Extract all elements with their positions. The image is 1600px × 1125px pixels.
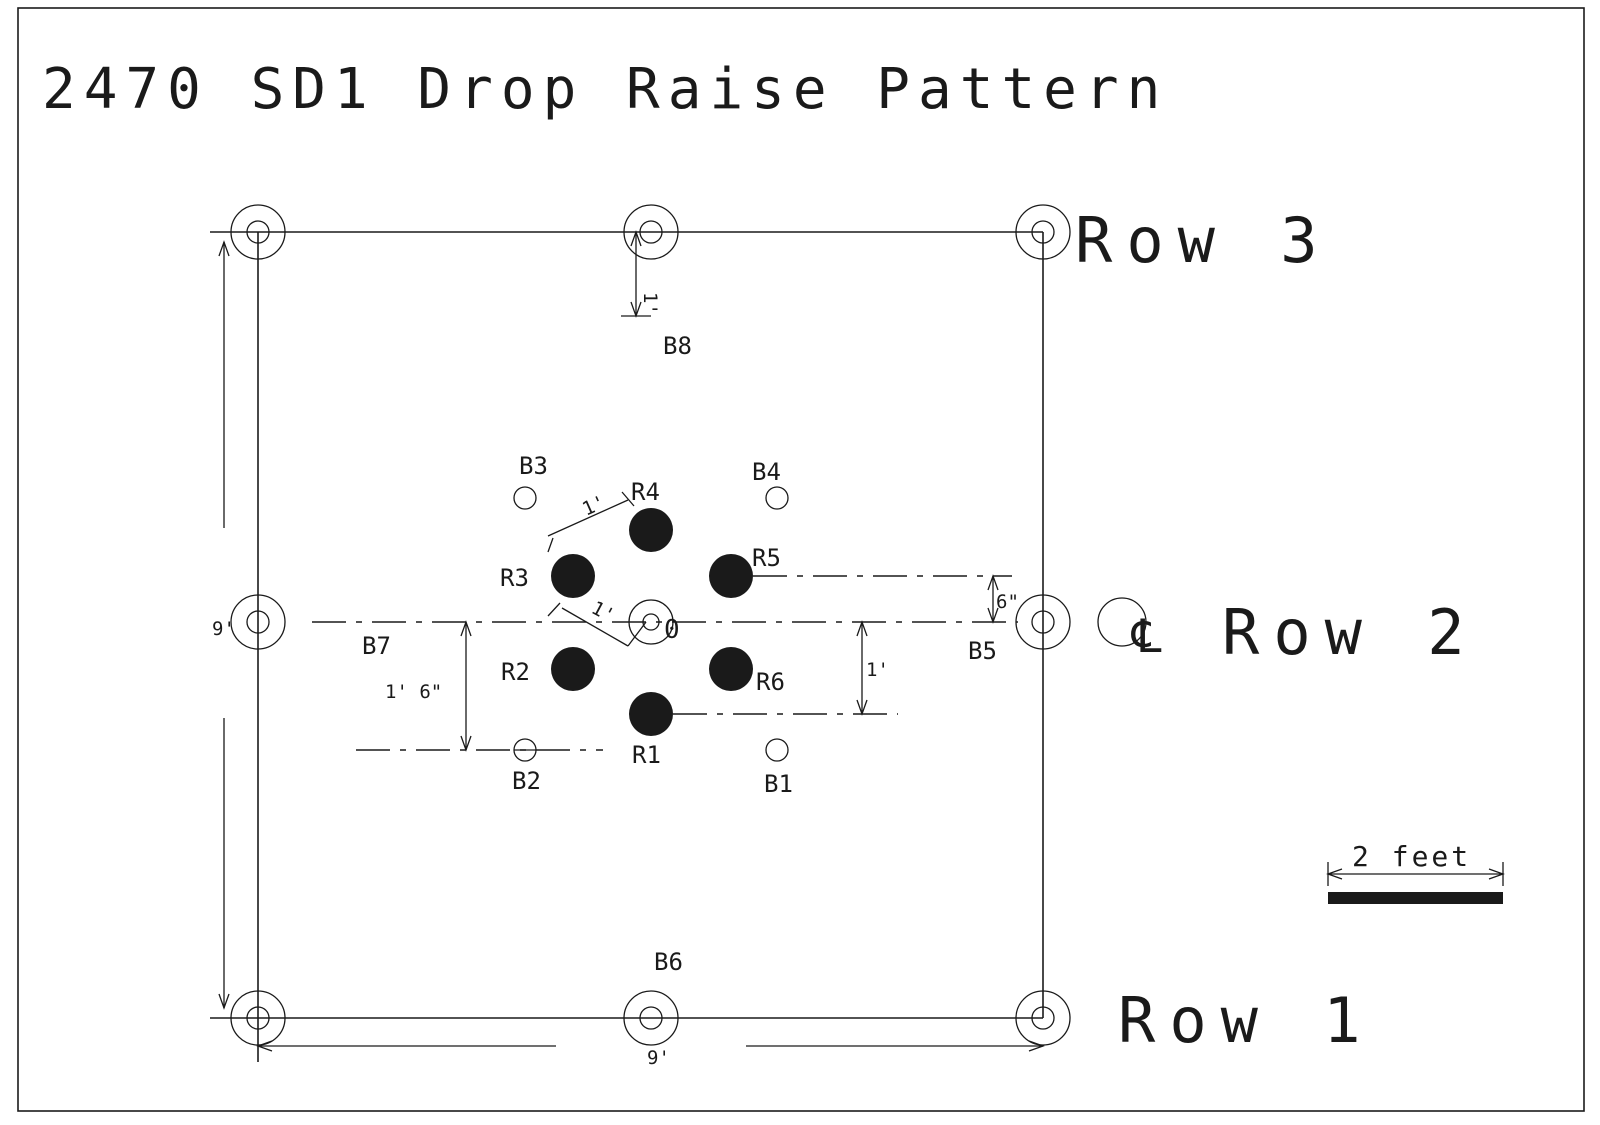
height-dim-label: 9': [212, 618, 235, 640]
hole-row1-right: [1015, 990, 1071, 1046]
label-b2: B2: [512, 767, 541, 795]
label-r6: R6: [756, 668, 785, 696]
label-b5: B5: [968, 637, 997, 665]
r1-dim-arrow-bottom: [856, 699, 868, 716]
height-dim-arrow-top: [218, 240, 230, 257]
b2-dim-arrow-bottom: [460, 735, 472, 752]
hole-r2: [551, 647, 595, 691]
hole-r4: [629, 508, 673, 552]
label-r5: R5: [752, 544, 781, 572]
hole-r6: [709, 647, 753, 691]
diagram-title: 2470 SD1 Drop Raise Pattern: [42, 57, 1168, 122]
r3-r4-dim-tick: [547, 537, 554, 553]
hole-row3-middle: [623, 204, 679, 260]
centerline-circle: [1097, 597, 1147, 647]
hole-row1-left: [230, 990, 286, 1046]
b8-dim-arrow-bottom: [630, 301, 642, 318]
b8-dim-arrow-top: [630, 230, 642, 247]
label-b7: B7: [362, 632, 391, 660]
label-b1: B1: [764, 770, 793, 798]
hole-row1-middle: [623, 990, 679, 1046]
hole-r3: [551, 554, 595, 598]
r5-dim-arrow-top: [987, 574, 999, 591]
centerline-symbol: ℄: [1131, 609, 1162, 663]
width-dim-arrow-left: [256, 1040, 273, 1052]
b8-dim-label: 1': [639, 292, 661, 315]
r5-dim-arrow-bottom: [987, 607, 999, 624]
scale-arrow-right: [1488, 868, 1505, 880]
width-dim-arrow-right: [1028, 1040, 1045, 1052]
hole-center: [628, 599, 674, 645]
r4-dim-tick: [621, 491, 635, 507]
r3-r4-dim-line: [547, 499, 629, 537]
r3-center-tick: [547, 602, 561, 617]
label-r4: R4: [631, 478, 660, 506]
row1-label: Row 1: [1118, 984, 1375, 1057]
hole-b3: [513, 486, 537, 510]
label-r3: R3: [500, 564, 529, 592]
scale-arrow-left: [1326, 868, 1343, 880]
hole-b1: [765, 738, 789, 762]
hole-b4: [765, 486, 789, 510]
label-r1: R1: [632, 741, 661, 769]
r-spacing-upper-label: 1': [579, 491, 609, 520]
label-r2: R2: [501, 658, 530, 686]
hole-row3-left: [230, 204, 286, 260]
row2-label: Row 2: [1222, 596, 1479, 669]
height-dim-arrow-bottom: [218, 993, 230, 1010]
scale-label: 2 feet: [1352, 840, 1471, 873]
b2-dim-arrow-top: [460, 620, 472, 637]
b2-offset-label: 1' 6": [385, 681, 442, 703]
hole-r5: [709, 554, 753, 598]
hole-r1: [629, 692, 673, 736]
r1-offset-label: 1': [866, 659, 889, 681]
r1-dim-arrow-top: [856, 620, 868, 637]
sheet-border: [17, 7, 1585, 1112]
r3-center-dim-line: [561, 607, 629, 647]
label-b4: B4: [752, 458, 781, 486]
label-b6: B6: [654, 948, 683, 976]
label-b3: B3: [519, 452, 548, 480]
hole-row2-left: [230, 594, 286, 650]
scale-bar: [1328, 892, 1503, 904]
width-dim-label: 9': [647, 1047, 670, 1069]
label-b8: B8: [663, 332, 692, 360]
row3-label: Row 3: [1075, 204, 1332, 277]
r5-offset-label: 6": [996, 591, 1019, 613]
hole-row3-right: [1015, 204, 1071, 260]
label-center: 0: [664, 615, 680, 645]
center-dim-tick: [627, 621, 647, 647]
